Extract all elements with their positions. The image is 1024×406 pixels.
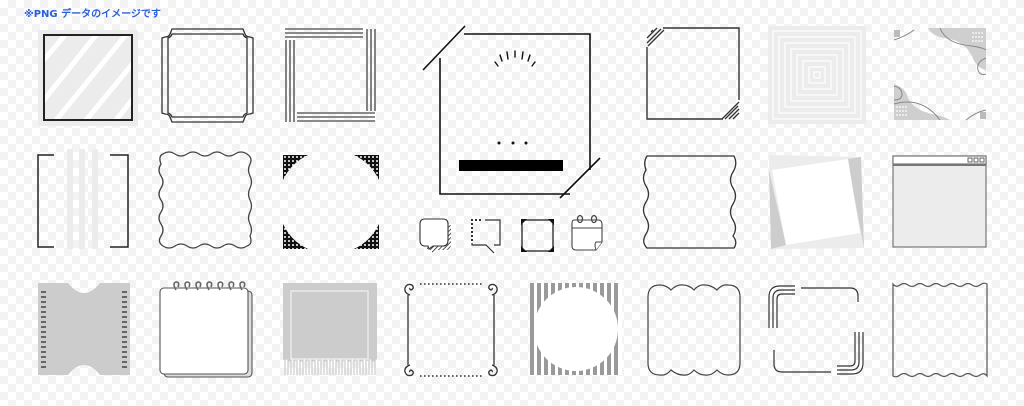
tilted-paper-frame	[769, 155, 865, 249]
diagonal-stripe-square-frame	[38, 30, 138, 126]
png-image-note: ※PNG データのイメージです	[24, 9, 161, 20]
browser-window-frame	[892, 155, 988, 249]
concentric-square-pattern-frame	[768, 26, 866, 124]
corner-mark-square-icon	[521, 219, 555, 253]
wavy-side-frame	[640, 154, 740, 250]
notched-corner-double-line-frame	[160, 27, 255, 123]
speech-bubble-shadow-icon	[419, 218, 453, 254]
hatched-corner-square-frame	[645, 26, 741, 122]
large-tilted-corner-frame-with-sparkle-and-bar	[420, 22, 604, 199]
calendar-icon	[570, 214, 604, 252]
torn-edge-gray-frame	[283, 283, 377, 375]
scalloped-frame	[646, 283, 742, 377]
dotted-speech-bubble-icon	[470, 218, 504, 256]
ticket-frame	[38, 283, 130, 375]
bracket-stripe-frame	[36, 149, 132, 249]
dotted-quarter-circle-corner-frame	[283, 155, 379, 249]
triple-line-corner-frame	[283, 27, 377, 123]
retro-shapes-corner-frame	[892, 26, 988, 122]
circle-on-stripes-frame	[530, 283, 622, 375]
curl-corner-dotted-frame	[403, 281, 499, 379]
rounded-triple-line-frame	[768, 284, 864, 378]
spiral-notepad-frame	[159, 281, 255, 379]
wavy-border-frame	[157, 150, 255, 250]
wavy-top-bottom-frame	[892, 282, 988, 378]
